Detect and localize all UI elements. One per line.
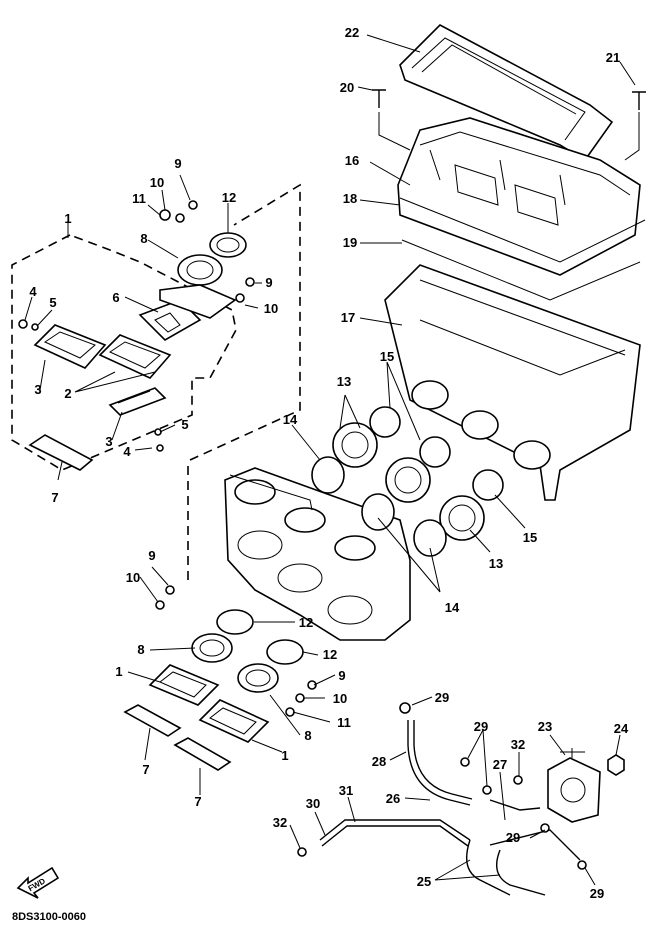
reed-valve-left	[33, 324, 172, 379]
callout-2: 2	[64, 386, 71, 401]
callout-9-upper: 9	[174, 156, 181, 171]
small-bolts-upper	[18, 200, 255, 452]
callout-9-lower-b: 9	[338, 668, 345, 683]
callout-22: 22	[345, 25, 359, 40]
diagram-code: 8DS3100-0060	[12, 911, 86, 923]
reed-assembly-outline	[11, 234, 237, 471]
callout-23: 23	[538, 719, 552, 734]
callout-labels: 22 21 20 16 18 19 17 9 10 11 12 8 9 10 6…	[29, 25, 629, 901]
callout-19: 19	[343, 235, 357, 250]
bolt-21	[624, 91, 646, 161]
small-bolts-lower	[155, 585, 317, 717]
callout-3-upper: 3	[34, 382, 41, 397]
callout-30: 30	[306, 796, 320, 811]
callout-18: 18	[343, 191, 357, 206]
callout-4-upper: 4	[29, 284, 37, 299]
callout-3-lower: 3	[105, 434, 112, 449]
reed-gasket-7	[28, 434, 94, 471]
callout-26: 26	[386, 791, 400, 806]
air-filter-cover	[399, 24, 614, 162]
callout-14-lower: 14	[445, 600, 460, 615]
callout-11-upper: 11	[132, 191, 146, 206]
callout-5-lower: 5	[181, 417, 188, 432]
callout-12-lower-a: 12	[299, 615, 313, 630]
callout-10-lower-b: 10	[333, 691, 347, 706]
hose-clamps-14	[311, 456, 447, 557]
callout-12-upper: 12	[222, 190, 236, 205]
callout-1-lower-b: 1	[281, 748, 288, 763]
callout-29-d: 29	[590, 886, 604, 901]
callout-7-lower-b: 7	[194, 794, 201, 809]
callout-27: 27	[493, 757, 507, 772]
callout-16: 16	[345, 153, 359, 168]
callout-1-lower-a: 1	[115, 664, 122, 679]
intake-joint-upper	[159, 254, 237, 319]
reed-gaskets-lower-7	[123, 704, 232, 771]
callout-8-upper: 8	[140, 231, 147, 246]
callout-12-lower-b: 12	[323, 647, 337, 662]
callout-32-a: 32	[511, 737, 525, 752]
callout-4-lower: 4	[123, 444, 131, 459]
screw-20	[372, 89, 411, 151]
nut-24	[607, 754, 625, 776]
callout-29-b: 29	[474, 719, 488, 734]
intake-joints-lower-8	[191, 633, 279, 693]
callout-9-mid: 9	[265, 275, 272, 290]
hose-clamp-upper	[209, 232, 247, 258]
reed-valves-lower	[148, 664, 270, 743]
callout-7-upper: 7	[51, 490, 58, 505]
callout-29-c: 29	[506, 830, 520, 845]
callout-29-a: 29	[435, 690, 449, 705]
callout-25: 25	[417, 874, 431, 889]
callout-21: 21	[606, 50, 620, 65]
callout-9-lower: 9	[148, 548, 155, 563]
callout-13-lower: 13	[489, 556, 503, 571]
callout-31: 31	[339, 783, 353, 798]
callout-17: 17	[341, 310, 355, 325]
callout-28: 28	[372, 754, 386, 769]
callout-10-upper: 10	[150, 175, 164, 190]
callout-15-upper: 15	[380, 349, 394, 364]
callout-8-lower-a: 8	[137, 642, 144, 657]
callout-11-lower: 11	[337, 715, 351, 730]
hose-clamps-15	[369, 406, 504, 501]
callout-32-b: 32	[273, 815, 287, 830]
air-box-lower-case	[384, 264, 641, 501]
callout-24: 24	[614, 721, 629, 736]
callout-10-lower: 10	[126, 570, 140, 585]
callout-20: 20	[340, 80, 354, 95]
callout-6: 6	[112, 290, 119, 305]
callout-7-lower-a: 7	[142, 762, 149, 777]
reed-stopper	[138, 299, 202, 341]
fwd-direction-arrow-icon: FWD	[16, 866, 60, 899]
callout-14-upper: 14	[283, 412, 298, 427]
air-box-upper-case	[397, 117, 641, 276]
callout-5-upper: 5	[49, 295, 56, 310]
reed-to-carb-guide	[189, 183, 301, 461]
air-box-gasket	[399, 197, 646, 301]
callout-8-lower-b: 8	[304, 728, 311, 743]
fuel-pump-23	[547, 748, 601, 823]
hose-clamps-lower-12	[216, 609, 304, 665]
fuel-hoses	[319, 720, 581, 896]
reed-plate-3	[108, 387, 167, 416]
callout-15-lower: 15	[523, 530, 537, 545]
callout-13-upper: 13	[337, 374, 351, 389]
air-box-ducts	[411, 380, 551, 470]
callout-1-upper: 1	[64, 211, 71, 226]
callout-10-mid: 10	[264, 301, 278, 316]
intake-joints-13	[332, 422, 485, 541]
leader-lines	[24, 34, 636, 886]
